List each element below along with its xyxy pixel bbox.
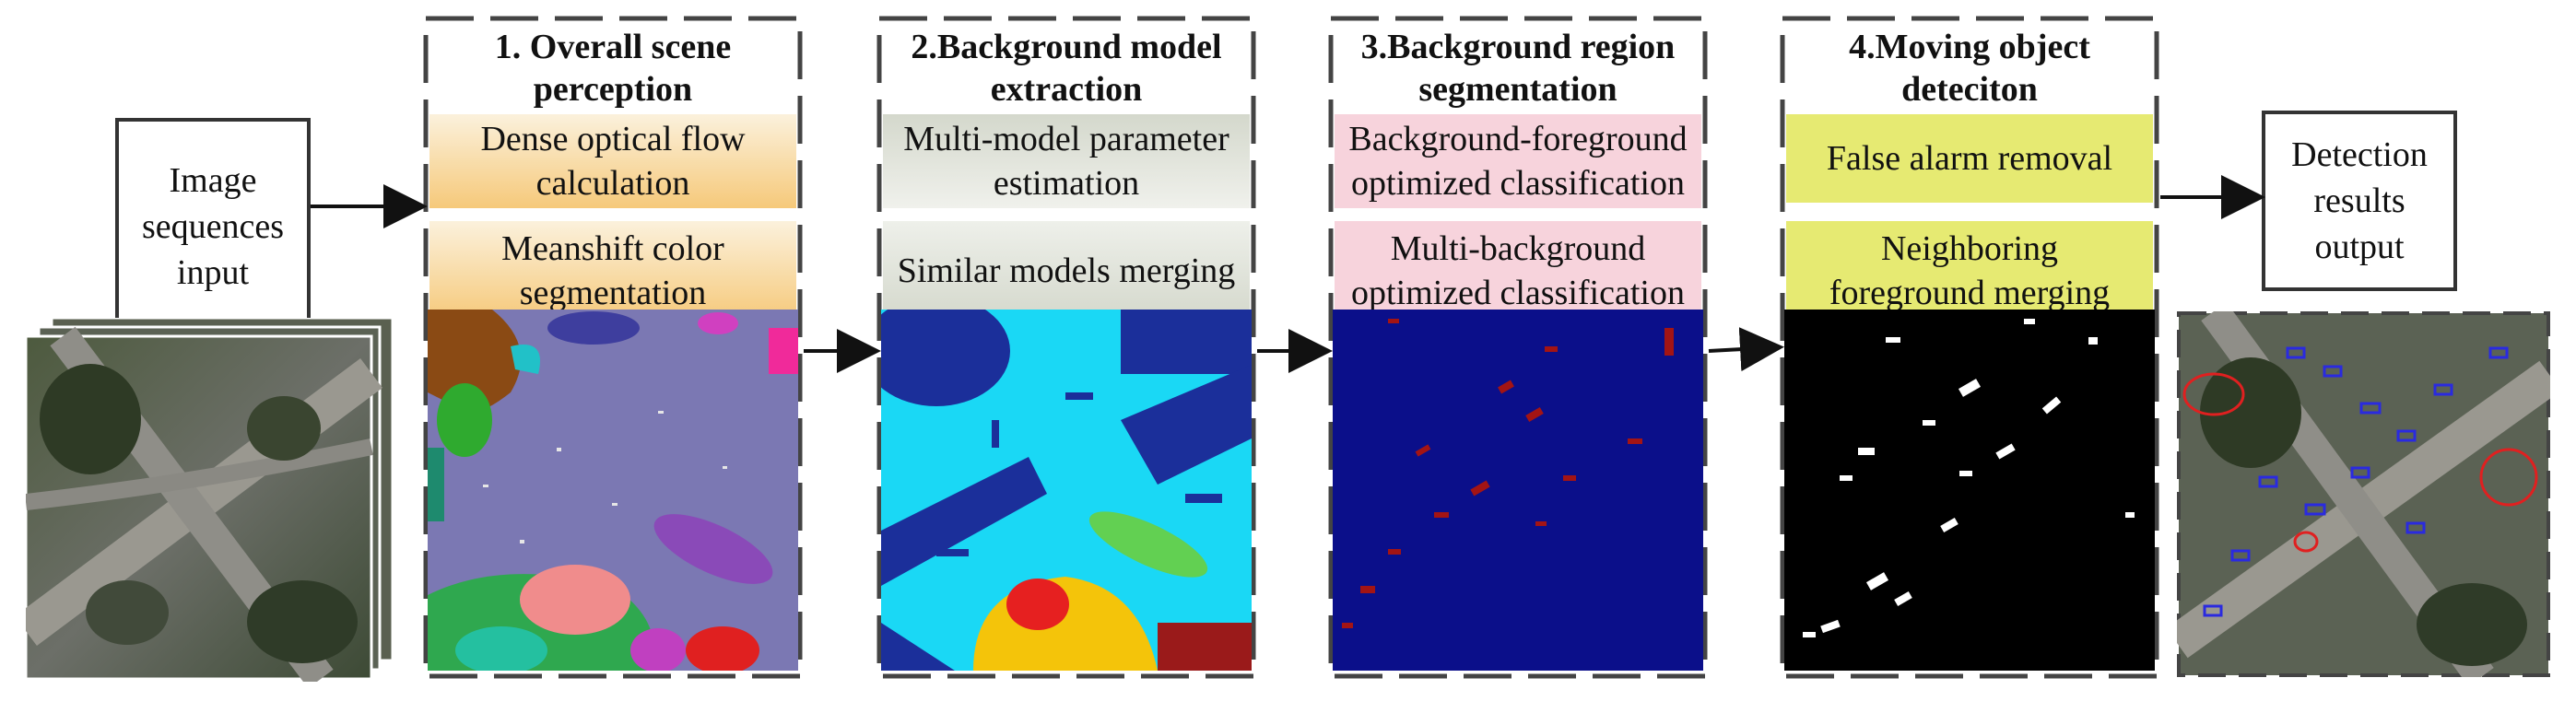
stage-3-band-1: Background-foreground optimized classifi… xyxy=(1335,114,1701,208)
stage-4-band-2: Neighboring foreground merging xyxy=(1786,221,2153,321)
input-box: Image sequences input xyxy=(115,118,311,335)
stage-4-title: 4.Moving object deteciton xyxy=(1849,28,2090,109)
arrow-stage3-to-stage4 xyxy=(1708,327,1784,372)
stage-2-background-model-image xyxy=(881,310,1252,671)
stage-3-title: 3.Background region segmentation xyxy=(1360,28,1676,109)
output-detection-image xyxy=(2166,301,2561,687)
stage-2: 2.Background model extraction Multi-mode… xyxy=(876,16,1256,679)
stage-1-band-1: Dense optical flow calculation xyxy=(429,114,796,208)
input-label: Image sequences input xyxy=(141,161,285,292)
input-image-stack xyxy=(15,316,399,689)
stage-1-segmentation-image xyxy=(428,310,798,671)
stage-2-band-1: Multi-model parameter estimation xyxy=(883,114,1250,208)
stage-4-detection-mask-image xyxy=(1784,310,2155,671)
stage-1-title: 1. Overall scene perception xyxy=(494,28,732,109)
stage-2-title: 2.Background model extraction xyxy=(911,28,1222,109)
stage-1-band-2: Meanshift color segmentation xyxy=(429,221,796,321)
output-label: Detection results output xyxy=(2291,135,2428,266)
aerial-photo xyxy=(15,326,382,689)
stage-3-region-segmentation-image xyxy=(1333,310,1703,671)
stage-4: 4.Moving object deteciton False alarm re… xyxy=(1780,16,2159,679)
stage-3-band-2: Multi-background optimized classificatio… xyxy=(1335,221,1701,321)
stage-3: 3.Background region segmentation Backgro… xyxy=(1328,16,1708,679)
stage-4-band-1: False alarm removal xyxy=(1786,114,2153,203)
output-box: Detection results output xyxy=(2262,111,2457,291)
stage-1: 1. Overall scene perception Dense optica… xyxy=(423,16,803,679)
stage-2-band-2: Similar models merging xyxy=(883,221,1250,321)
